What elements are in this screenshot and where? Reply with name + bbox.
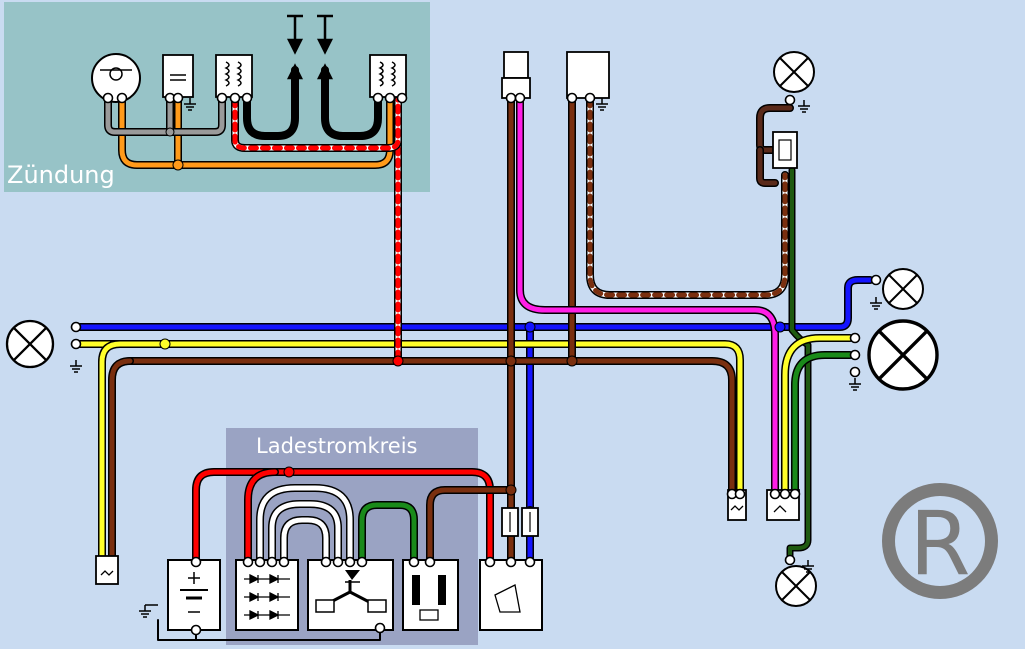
spark-plug-arrows — [286, 14, 334, 80]
cdi-unit — [162, 54, 197, 111]
headlamp-left — [5, 319, 83, 373]
logo: R — [882, 483, 998, 599]
tail-lamp-bottom — [775, 554, 817, 607]
flasher-relay — [772, 131, 798, 169]
ignition-coil-left — [215, 54, 253, 104]
turn-lamp-top-right — [773, 51, 815, 113]
rectifier — [235, 556, 299, 631]
switch-brake — [726, 488, 747, 521]
wire-brown-left — [108, 357, 134, 564]
regulator — [402, 556, 459, 631]
turn-lamp-right — [869, 268, 924, 310]
wire-brown-white — [586, 96, 789, 299]
fuses — [501, 507, 539, 537]
charging-label: Ladestromkreis — [256, 434, 418, 458]
switch-connector-left — [501, 51, 531, 104]
fuse-box — [479, 556, 543, 631]
switch-bottom-left — [95, 555, 119, 585]
wire-green-right — [791, 351, 854, 494]
ignition-label: Zündung — [7, 161, 115, 189]
switch-connector-right — [566, 51, 610, 111]
ignition-wires — [104, 66, 402, 169]
junction-dots — [159, 321, 786, 367]
pulse-generator — [91, 53, 141, 104]
headlamp-right — [848, 319, 939, 391]
ignition-coil-right — [369, 54, 408, 104]
switch-signal — [766, 488, 801, 521]
alternator — [307, 556, 394, 634]
logo-letter: R — [909, 492, 970, 595]
battery — [138, 556, 221, 636]
wire-blue — [76, 276, 874, 331]
